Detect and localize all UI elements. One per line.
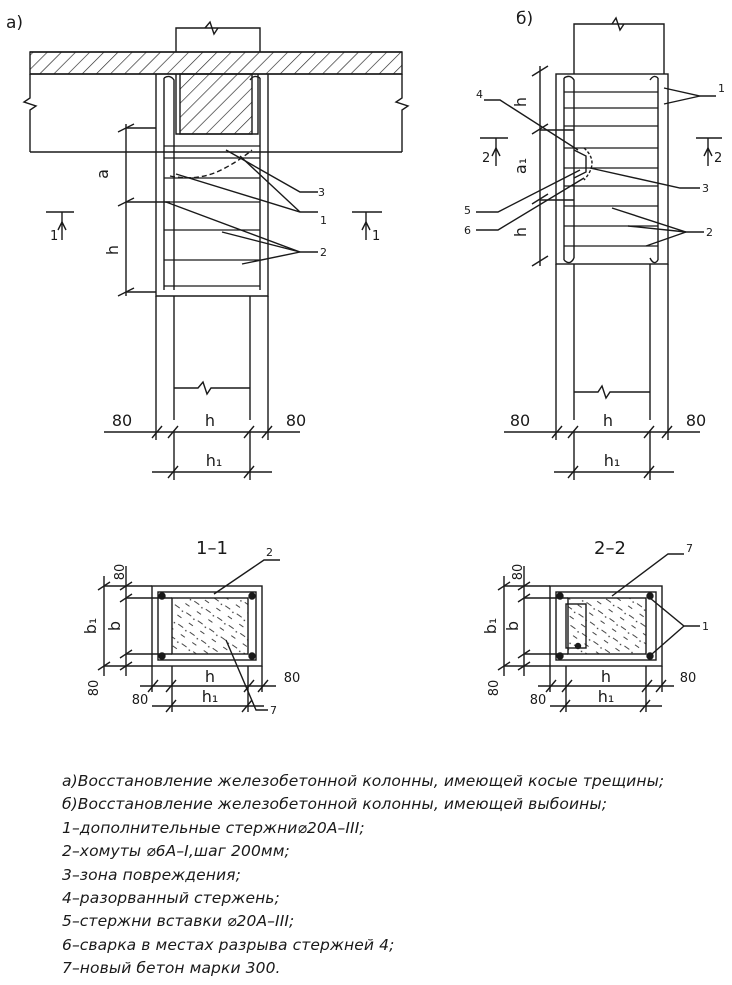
weld — [583, 147, 593, 181]
legend-item-5: 5–стержни вставки ⌀20A–III; — [62, 912, 295, 931]
dim-bottom-80: 80 — [87, 680, 102, 697]
panel-b-label: б) — [516, 9, 533, 29]
callout-4: 4 — [476, 88, 483, 101]
dim-h-vert: h — [103, 245, 122, 255]
floor-slab — [29, 51, 403, 75]
dim-h-top: h — [511, 97, 530, 107]
damage-zone — [169, 149, 253, 179]
dim-b: b — [105, 621, 124, 631]
dim-h: h — [205, 411, 215, 430]
dim-left-80: 80 — [112, 411, 132, 430]
callout-2-s1: 2 — [266, 546, 273, 559]
dim-right-80-s2: 80 — [680, 671, 697, 686]
dim-right-80-s1: 80 — [284, 671, 301, 686]
legend-item-4: 4–разорванный стержень; — [62, 889, 280, 908]
callout-2-b: 2 — [706, 226, 713, 239]
dim-h1-s1: h₁ — [202, 687, 219, 706]
callout-2: 2 — [320, 246, 327, 259]
new-jacket — [155, 74, 269, 297]
dim-top-80: 80 — [113, 564, 128, 581]
legend-line-a: а)Восстановление железобетонной колонны,… — [62, 772, 665, 790]
legend-item-3: 3–зона повреждения; — [62, 865, 241, 884]
callout-1-b: 1 — [718, 82, 725, 95]
new-concrete-b — [567, 597, 647, 655]
dim-h-bottom: h — [511, 227, 530, 237]
callout-6: 6 — [464, 224, 471, 237]
legend-item-6: 6–сварка в местах разрыва стержней 4; — [62, 935, 395, 954]
column-core — [179, 73, 253, 135]
legend-item-2: 2–хомуты ⌀6A–I,шаг 200мм; — [62, 842, 290, 861]
inserted-bar — [573, 149, 587, 179]
callout-5: 5 — [464, 204, 471, 217]
dim-left-80-s2: 80 — [530, 693, 547, 708]
dim-right-80-b: 80 — [686, 411, 706, 430]
callout-1-s2: 1 — [702, 620, 709, 633]
dim-top-80-s2: 80 — [511, 564, 526, 581]
dim-a1: a₁ — [511, 158, 530, 174]
dim-left-80-b: 80 — [510, 411, 530, 430]
section-mark-1-left: 1 — [50, 229, 58, 244]
dim-left-80-s1: 80 — [132, 693, 149, 708]
callout-3: 3 — [318, 186, 325, 199]
section-1-1-title: 1–1 — [196, 538, 228, 559]
legend-item-1: 1–дополнительные стержни⌀20A–III; — [62, 818, 365, 837]
section-mark-1-right: 1 — [372, 229, 380, 244]
dim-h-b: h — [603, 411, 613, 430]
new-concrete — [171, 597, 249, 655]
drawing-labels: a h 80 h 80 h₁ 3 1 2 1 1 h a₁ h 80 h 80 … — [50, 82, 725, 717]
panel-a-elevation: а) — [6, 13, 410, 480]
section-mark-2-right: 2 — [714, 151, 722, 166]
dim-a: a — [93, 169, 112, 179]
dim-h-s1: h — [205, 667, 215, 686]
dim-right-80: 80 — [286, 411, 306, 430]
callout-1: 1 — [320, 214, 327, 227]
dim-h-s2: h — [601, 667, 611, 686]
dim-bottom-80-s2: 80 — [487, 680, 502, 697]
panel-b-elevation: б) — [476, 9, 722, 480]
legend-item-7: 7–новый бетон марки 300. — [62, 959, 281, 978]
callout-7-s1: 7 — [270, 704, 277, 717]
dim-h1-s2: h₁ — [598, 687, 615, 706]
dim-b-s2: b — [503, 621, 522, 631]
reinforcement-drawing: а) — [6, 9, 725, 717]
section-2-2-title: 2–2 — [594, 538, 626, 559]
dim-h1-b: h₁ — [604, 451, 621, 470]
stirrups-a — [164, 145, 260, 287]
new-jacket-b — [555, 73, 669, 265]
legend: а)Восстановление железобетонной колонны,… — [62, 770, 722, 981]
section-mark-2-left: 2 — [482, 151, 490, 166]
callout-7-s2: 7 — [686, 542, 693, 555]
stirrups-b — [564, 91, 658, 247]
legend-line-b: б)Восстановление железобетонной колонны,… — [62, 795, 608, 814]
dim-b1: b₁ — [81, 618, 100, 635]
dim-h1: h₁ — [206, 451, 223, 470]
panel-a-label: а) — [6, 13, 23, 33]
dim-b1-s2: b₁ — [481, 618, 500, 635]
callout-3-b: 3 — [702, 182, 709, 195]
section-1-1 — [97, 559, 280, 713]
section-2-2 — [497, 553, 700, 713]
